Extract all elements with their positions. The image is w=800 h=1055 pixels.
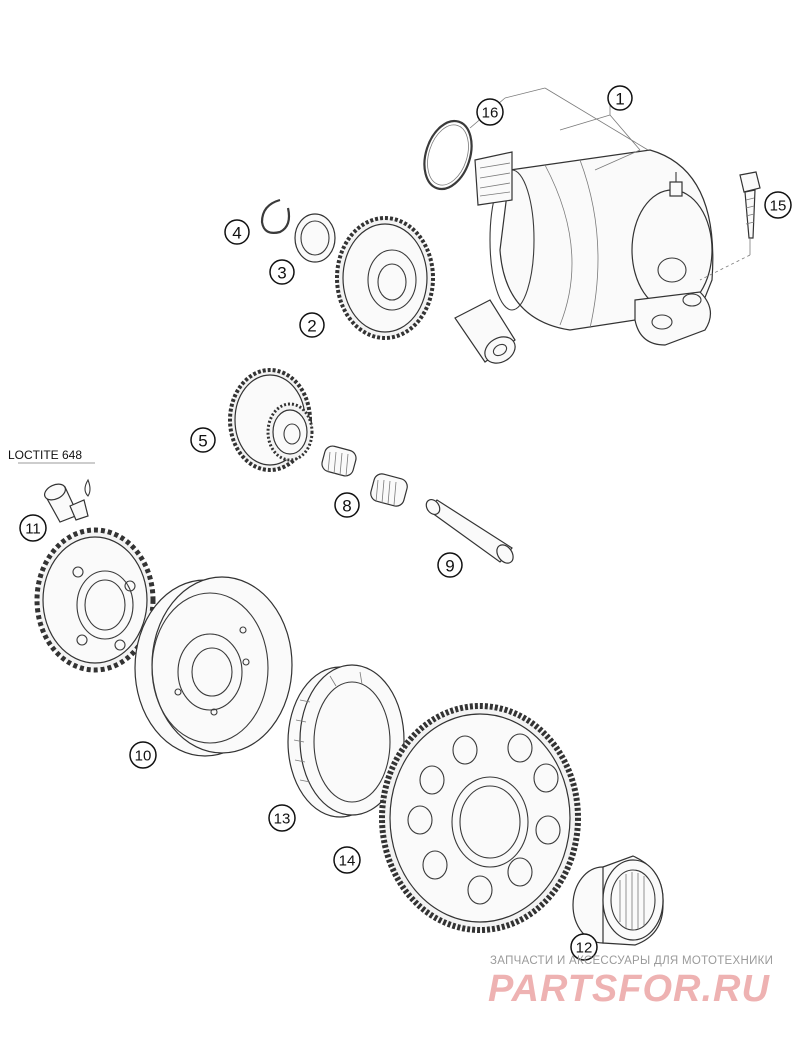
svg-text:16: 16 xyxy=(482,105,499,122)
watermark-tagline: ЗАПЧАСТИ И АКСЕССУАРЫ ДЛЯ МОТОТЕХНИКИ xyxy=(490,955,774,967)
callout-9: 9 xyxy=(437,552,463,578)
watermark-brand: PARTSFOR.RU xyxy=(488,968,770,1010)
svg-text:3: 3 xyxy=(277,264,286,283)
callout-10: 10 xyxy=(129,741,157,769)
callout-16: 16 xyxy=(476,98,504,126)
callout-11: 11 xyxy=(19,514,47,542)
svg-text:12: 12 xyxy=(576,940,593,957)
callout-4: 4 xyxy=(224,219,250,245)
needle-bearing xyxy=(321,445,357,477)
primary-drive-gear xyxy=(34,527,156,673)
circlip xyxy=(260,198,291,234)
callout-1: 1 xyxy=(607,85,633,111)
o-ring xyxy=(423,119,473,191)
starter-driven-gear xyxy=(379,703,581,933)
sleeve xyxy=(454,299,516,364)
loctite-note: LOCTITE 648 xyxy=(8,448,83,462)
callout-14: 14 xyxy=(333,846,361,874)
svg-text:9: 9 xyxy=(445,557,454,576)
intermediate-gear xyxy=(335,216,435,340)
shaft xyxy=(425,498,514,564)
svg-text:4: 4 xyxy=(232,224,241,243)
freewheel-ring xyxy=(287,664,405,818)
callout-15: 15 xyxy=(764,191,792,219)
svg-text:11: 11 xyxy=(25,521,41,538)
svg-text:13: 13 xyxy=(274,811,291,828)
svg-text:15: 15 xyxy=(770,198,787,215)
double-gear xyxy=(228,368,314,472)
svg-text:5: 5 xyxy=(198,432,207,451)
svg-text:8: 8 xyxy=(342,497,351,516)
callout-5: 5 xyxy=(190,427,216,453)
bolt xyxy=(739,171,761,239)
screw xyxy=(44,483,89,523)
starter-motor xyxy=(474,149,714,346)
callout-12: 12 xyxy=(570,933,598,961)
needle-bearing xyxy=(370,473,408,507)
callout-13: 13 xyxy=(268,804,296,832)
svg-text:2: 2 xyxy=(307,317,316,336)
callout-3: 3 xyxy=(269,259,295,285)
svg-text:1: 1 xyxy=(615,90,624,109)
callout-2: 2 xyxy=(299,312,325,338)
callout-8: 8 xyxy=(334,492,360,518)
needle-bush xyxy=(572,855,664,946)
svg-text:14: 14 xyxy=(339,853,356,870)
freewheel-housing xyxy=(134,576,293,757)
washer xyxy=(294,213,336,263)
svg-text:10: 10 xyxy=(135,748,152,765)
